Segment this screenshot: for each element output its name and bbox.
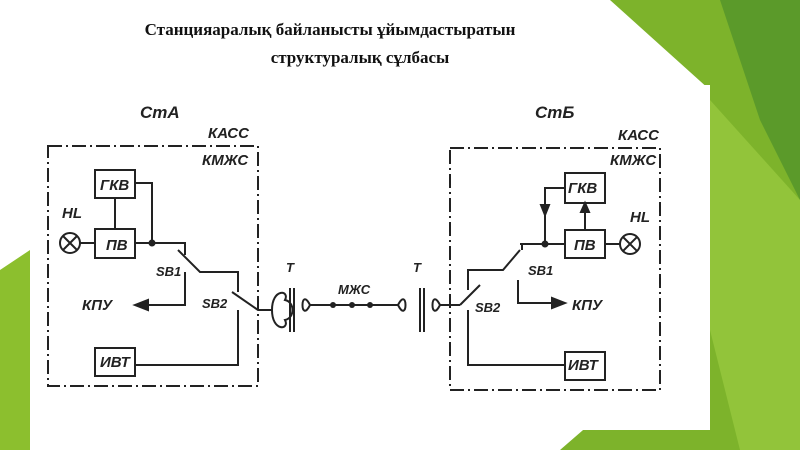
station-b-pv-label: ПВ	[574, 237, 596, 254]
transformer-left-icon	[271, 288, 311, 332]
station-a-ivt-label: ИВТ	[100, 354, 132, 371]
green-decor-left	[0, 250, 30, 450]
station-a-ivt-block	[94, 347, 136, 377]
station-a-kass-label: КАСС	[208, 125, 250, 142]
station-a-hl-lamp-icon	[59, 232, 81, 254]
station-b-label: СтБ	[535, 103, 574, 122]
transformer-left-label: T	[286, 260, 295, 275]
station-b-boundary	[449, 147, 661, 391]
transformer-right-icon	[397, 288, 441, 332]
station-b-down-arrow-icon	[539, 204, 551, 218]
slide-title-line2: структуралық сұлбасы	[270, 48, 450, 67]
station-a-hl-label: HL	[62, 205, 82, 222]
station-b-gkv-label: ГКВ	[568, 180, 597, 197]
station-a-kmzhs-label: КМЖС	[202, 152, 249, 169]
transformer-right-label: T	[413, 260, 422, 275]
station-b-kpu-label: КПУ	[572, 297, 604, 314]
green-decor-right-light	[710, 100, 800, 450]
station-a-gkv-label: ГКВ	[100, 177, 129, 194]
station-b-kass-label: КАСС	[618, 127, 660, 144]
station-b-kpu-arrow-icon	[551, 296, 568, 310]
station-b-up-arrow-icon	[579, 200, 591, 213]
station-a-sb2-label: SB2	[202, 296, 228, 311]
slide-title-line1: Станцияаралық байланысты ұйымдастыратын	[144, 20, 516, 39]
station-a-boundary	[47, 145, 259, 387]
station-b-ivt-label: ИВТ	[568, 357, 600, 374]
station-a-wiring	[80, 182, 272, 366]
station-a-kpu-arrow-icon	[132, 298, 149, 312]
station-b-sb2-label: SB2	[475, 300, 501, 315]
station-a-sb1-label: SB1	[156, 264, 181, 279]
station-b-kmzhs-label: КМЖС	[610, 152, 657, 169]
station-b-sb1-label: SB1	[528, 263, 553, 278]
station-b-hl-lamp-icon	[619, 233, 641, 255]
green-decor-right-dark	[720, 0, 800, 200]
station-a-label: СтА	[140, 103, 180, 122]
station-a-pv-label: ПВ	[106, 237, 128, 254]
interstation-line-label: МЖС	[338, 282, 371, 297]
station-b-hl-label: HL	[630, 209, 650, 226]
station-a-kpu-label: КПУ	[82, 297, 114, 314]
